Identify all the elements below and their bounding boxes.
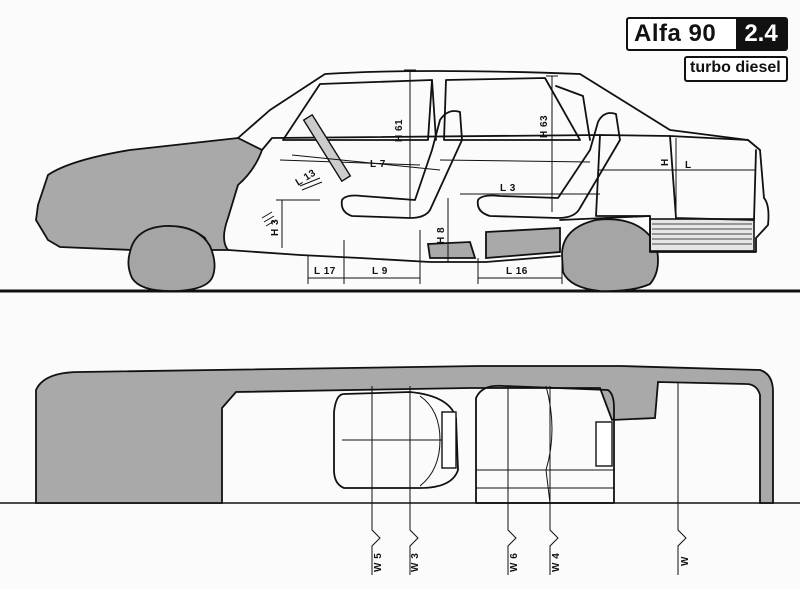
engine-size: 2.4 (736, 19, 786, 49)
top-view: W 5 W 3 W 6 W 4 W (0, 365, 800, 575)
body-plan-shaded (35, 365, 774, 504)
label-l: L (685, 160, 692, 171)
side-view: H 61 H 63 L 7 L 13 L 3 H L H 3 H 8 L 17 … (0, 69, 800, 293)
label-l9: L 9 (372, 266, 388, 277)
label-h63: H 63 (539, 115, 550, 138)
label-w3: W 3 (410, 553, 421, 572)
rear-wheel (561, 218, 659, 293)
label-h8: H 8 (436, 227, 447, 244)
front-seat-plan (333, 391, 459, 489)
rear-seat-plan (475, 384, 615, 504)
label-h: H (660, 158, 671, 166)
front-seat (340, 110, 463, 219)
label-w4: W 4 (551, 553, 562, 572)
seat-base-shade (426, 241, 477, 259)
body-outline (237, 70, 770, 253)
label-l3: L 3 (500, 183, 516, 194)
variant-name: turbo diesel (690, 59, 781, 76)
label-h3: H 3 (270, 219, 281, 236)
label-h61: H 61 (394, 119, 405, 142)
rear-seat (476, 112, 621, 219)
floor-pan (485, 227, 561, 259)
label-w6: W 6 (509, 553, 520, 572)
label-l16: L 16 (506, 266, 528, 277)
steering-column (302, 113, 352, 183)
label-l7: L 7 (370, 159, 386, 170)
model-name: Alfa 90 (634, 20, 717, 47)
label-w5: W 5 (373, 553, 384, 572)
label-l17: L 17 (314, 266, 336, 277)
variant-badge: turbo diesel (684, 56, 788, 82)
model-title-badge: Alfa 90 2.4 (626, 17, 788, 51)
label-w: W (680, 556, 691, 566)
front-wheel (127, 225, 216, 292)
